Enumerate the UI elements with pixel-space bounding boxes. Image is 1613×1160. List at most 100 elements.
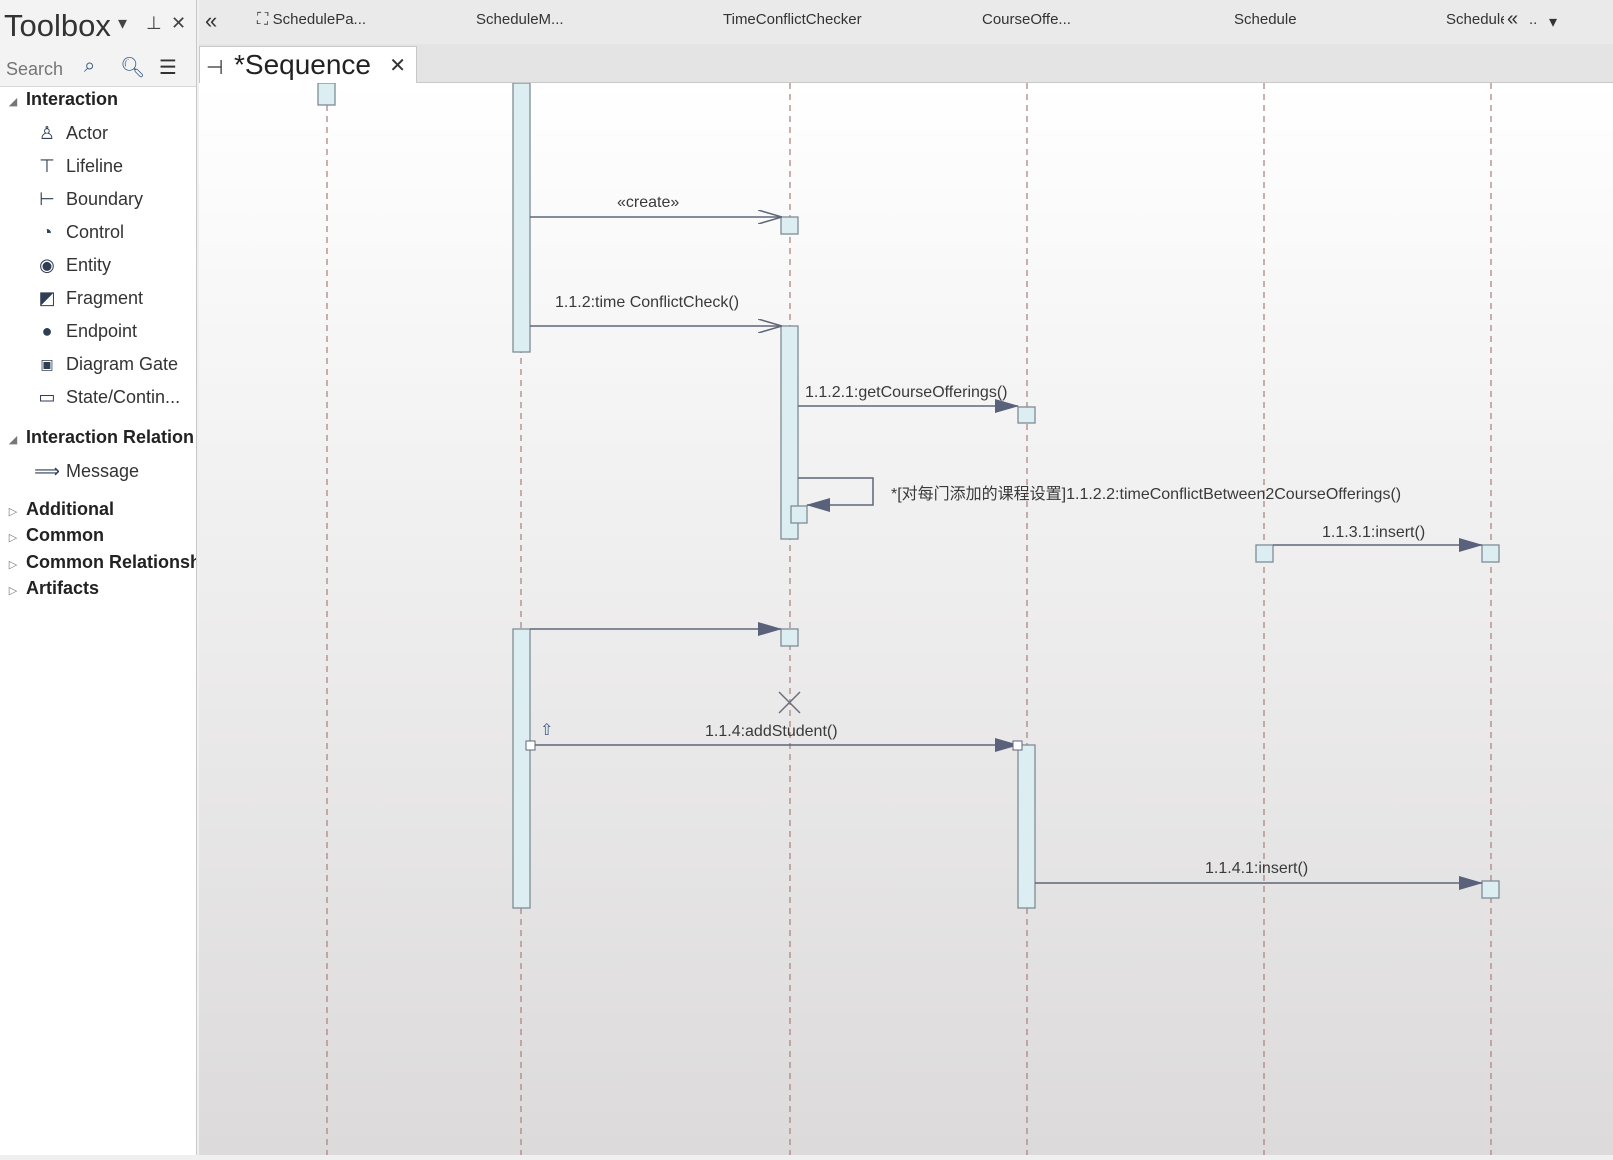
group-label: Common Relationsh bbox=[26, 552, 196, 572]
activation-bar[interactable] bbox=[780, 628, 799, 647]
collapsed-triangle-icon: ▷ bbox=[8, 585, 18, 597]
activation-bar[interactable] bbox=[780, 216, 799, 235]
activation-bar[interactable] bbox=[1255, 544, 1274, 563]
toolbox-item-boundary[interactable]: ⊢ Boundary bbox=[34, 188, 143, 218]
selection-handle[interactable] bbox=[1012, 740, 1023, 751]
message-label[interactable]: 1.1.4.1:insert() bbox=[1205, 860, 1308, 877]
menu-icon[interactable]: ☰ bbox=[159, 57, 177, 79]
lifeline-header-icon: ⛶ bbox=[257, 11, 273, 28]
search-input[interactable] bbox=[4, 56, 108, 82]
activation-bar[interactable] bbox=[1017, 406, 1036, 424]
sequence-diagram-icon: ⊣ bbox=[206, 57, 224, 79]
activation-bar[interactable] bbox=[1017, 744, 1036, 909]
toolbox-item-actor[interactable]: ♙ Actor bbox=[34, 122, 108, 152]
lifeline-header-schedulepage[interactable]: ⛶ SchedulePa... bbox=[257, 11, 366, 29]
message-label[interactable]: *[对每门添加的课程设置]1.1.2.2:timeConflictBetween… bbox=[891, 485, 1401, 503]
selection-up-arrow-icon[interactable]: ⇧ bbox=[540, 722, 553, 739]
toolbox-item-entity[interactable]: ◉ Entity bbox=[34, 254, 111, 284]
item-label: Endpoint bbox=[66, 320, 138, 341]
item-label: Lifeline bbox=[66, 155, 124, 176]
message-self-call-line[interactable] bbox=[798, 477, 874, 512]
diagram-gate-icon: ▣ bbox=[40, 355, 54, 372]
find-icon[interactable]: 🔍︎ bbox=[120, 57, 146, 79]
item-label: Message bbox=[66, 460, 140, 481]
chevron-down-icon[interactable]: ▾ bbox=[1549, 14, 1558, 31]
destroy-x-icon bbox=[778, 691, 801, 714]
group-artifacts[interactable]: ▷Artifacts bbox=[0, 578, 99, 599]
group-common-relationships[interactable]: ▷ Common Relationsh bbox=[0, 552, 196, 573]
group-label: Interaction Relation bbox=[26, 427, 195, 447]
toolbox-header: Toolbox ▾ ⊥ ✕ bbox=[0, 0, 196, 51]
collapsed-triangle-icon: ▷ bbox=[8, 559, 18, 571]
toolbox-item-lifeline[interactable]: ⊤ Lifeline bbox=[34, 155, 123, 185]
toolbox-item-message[interactable]: ⟹ Message bbox=[34, 460, 139, 490]
activation-bar[interactable] bbox=[512, 82, 531, 353]
group-interaction[interactable]: ◢ Interaction bbox=[0, 89, 118, 110]
toolbox-search-bar: ⌕ 🔍︎ ☰ bbox=[0, 50, 196, 87]
lifeline-header-timeconflictchecker[interactable]: TimeConflictChecker bbox=[723, 11, 862, 28]
dropdown-icon[interactable]: ▾ bbox=[118, 13, 128, 33]
group-label: Common bbox=[26, 525, 104, 545]
activation-bar[interactable] bbox=[1481, 544, 1500, 563]
activation-bar[interactable] bbox=[1481, 880, 1500, 899]
diagram-canvas[interactable]: ⇧ «create» 1.1.2:time ConflictCheck() 1.… bbox=[199, 82, 1613, 1155]
activation-bar[interactable] bbox=[790, 505, 808, 524]
overflow-label: .. bbox=[1529, 11, 1538, 28]
lifeline-header-schedulemanager[interactable]: ScheduleM... bbox=[476, 11, 564, 28]
item-label: Entity bbox=[66, 254, 112, 275]
tab-title: *Sequence bbox=[234, 49, 372, 80]
item-label: Actor bbox=[66, 122, 109, 143]
document-tab-bar: ⊣ *Sequence ✕ bbox=[199, 44, 1613, 83]
toolbox-item-endpoint[interactable]: ● Endpoint bbox=[34, 320, 138, 350]
item-label: Boundary bbox=[66, 188, 144, 209]
message-arrow-icon: ⟹ bbox=[34, 460, 60, 481]
group-label: Additional bbox=[26, 499, 114, 519]
entity-icon: ◉ bbox=[39, 254, 55, 275]
lifeline-header-schedule[interactable]: Schedule bbox=[1234, 11, 1297, 28]
message-label[interactable]: «create» bbox=[617, 194, 679, 211]
collapsed-triangle-icon: ▷ bbox=[8, 506, 18, 518]
search-icon[interactable]: ⌕ bbox=[84, 55, 96, 77]
activation-bar[interactable] bbox=[780, 325, 799, 540]
lifeline-header-schedule-2[interactable]: Schedule bbox=[1446, 11, 1504, 28]
item-label: Diagram Gate bbox=[66, 353, 179, 374]
toolbox-item-diagram-gate[interactable]: ▣ Diagram Gate bbox=[34, 353, 178, 383]
state-continuation-icon: ▭ bbox=[38, 386, 56, 407]
tab-sequence[interactable]: ⊣ *Sequence ✕ bbox=[199, 46, 417, 83]
message-label[interactable]: 1.1.4:addStudent() bbox=[705, 723, 838, 740]
boundary-icon: ⊢ bbox=[39, 188, 55, 209]
collapse-left-icon[interactable]: « bbox=[205, 8, 218, 33]
fragment-icon: ◩ bbox=[38, 287, 56, 308]
actor-icon: ♙ bbox=[38, 122, 56, 143]
message-label[interactable]: 1.1.3.1:insert() bbox=[1322, 524, 1425, 541]
collapsed-triangle-icon: ▷ bbox=[8, 532, 18, 544]
close-icon[interactable]: ✕ bbox=[171, 13, 187, 33]
toolbox-item-control[interactable]: ◔ Control bbox=[34, 221, 124, 251]
lifeline-header-bar: « ⛶ SchedulePa... ScheduleM... TimeConfl… bbox=[199, 0, 1613, 45]
control-icon: ◔ bbox=[41, 221, 53, 242]
toolbox-item-fragment[interactable]: ◩ Fragment bbox=[34, 287, 143, 317]
expanded-triangle-icon: ◢ bbox=[8, 434, 18, 446]
message-label[interactable]: 1.1.2.1:getCourseOfferings() bbox=[805, 384, 1007, 401]
pin-icon[interactable]: ⊥ bbox=[146, 13, 162, 33]
message-label[interactable]: 1.1.2:time ConflictCheck() bbox=[555, 294, 739, 311]
sequence-diagram: ⇧ «create» 1.1.2:time ConflictCheck() 1.… bbox=[317, 82, 1500, 1155]
activation-bar[interactable] bbox=[512, 628, 531, 909]
group-common[interactable]: ▷ Common bbox=[0, 525, 104, 546]
selection-handle[interactable] bbox=[525, 740, 536, 751]
item-label: Fragment bbox=[66, 287, 144, 308]
lifeline-icon: ⊤ bbox=[39, 155, 55, 176]
close-tab-icon[interactable]: ✕ bbox=[389, 55, 406, 77]
item-label: State/Contin... bbox=[66, 386, 181, 407]
group-label: Interaction bbox=[26, 89, 119, 109]
lifeline-header-courseofferings[interactable]: CourseOffe... bbox=[982, 11, 1071, 28]
lifeline-header-label: SchedulePa... bbox=[272, 11, 367, 28]
collapse-right-icon[interactable]: « bbox=[1507, 8, 1519, 30]
expanded-triangle-icon: ◢ bbox=[8, 96, 18, 108]
toolbox-item-state-continuation[interactable]: ▭ State/Contin... bbox=[34, 386, 180, 416]
activation-bar[interactable] bbox=[317, 82, 336, 106]
endpoint-icon: ● bbox=[41, 320, 53, 341]
group-interaction-relation[interactable]: ◢ Interaction Relation bbox=[0, 427, 194, 448]
group-additional[interactable]: ▷ Additional bbox=[0, 499, 114, 520]
item-label: Control bbox=[66, 221, 125, 242]
